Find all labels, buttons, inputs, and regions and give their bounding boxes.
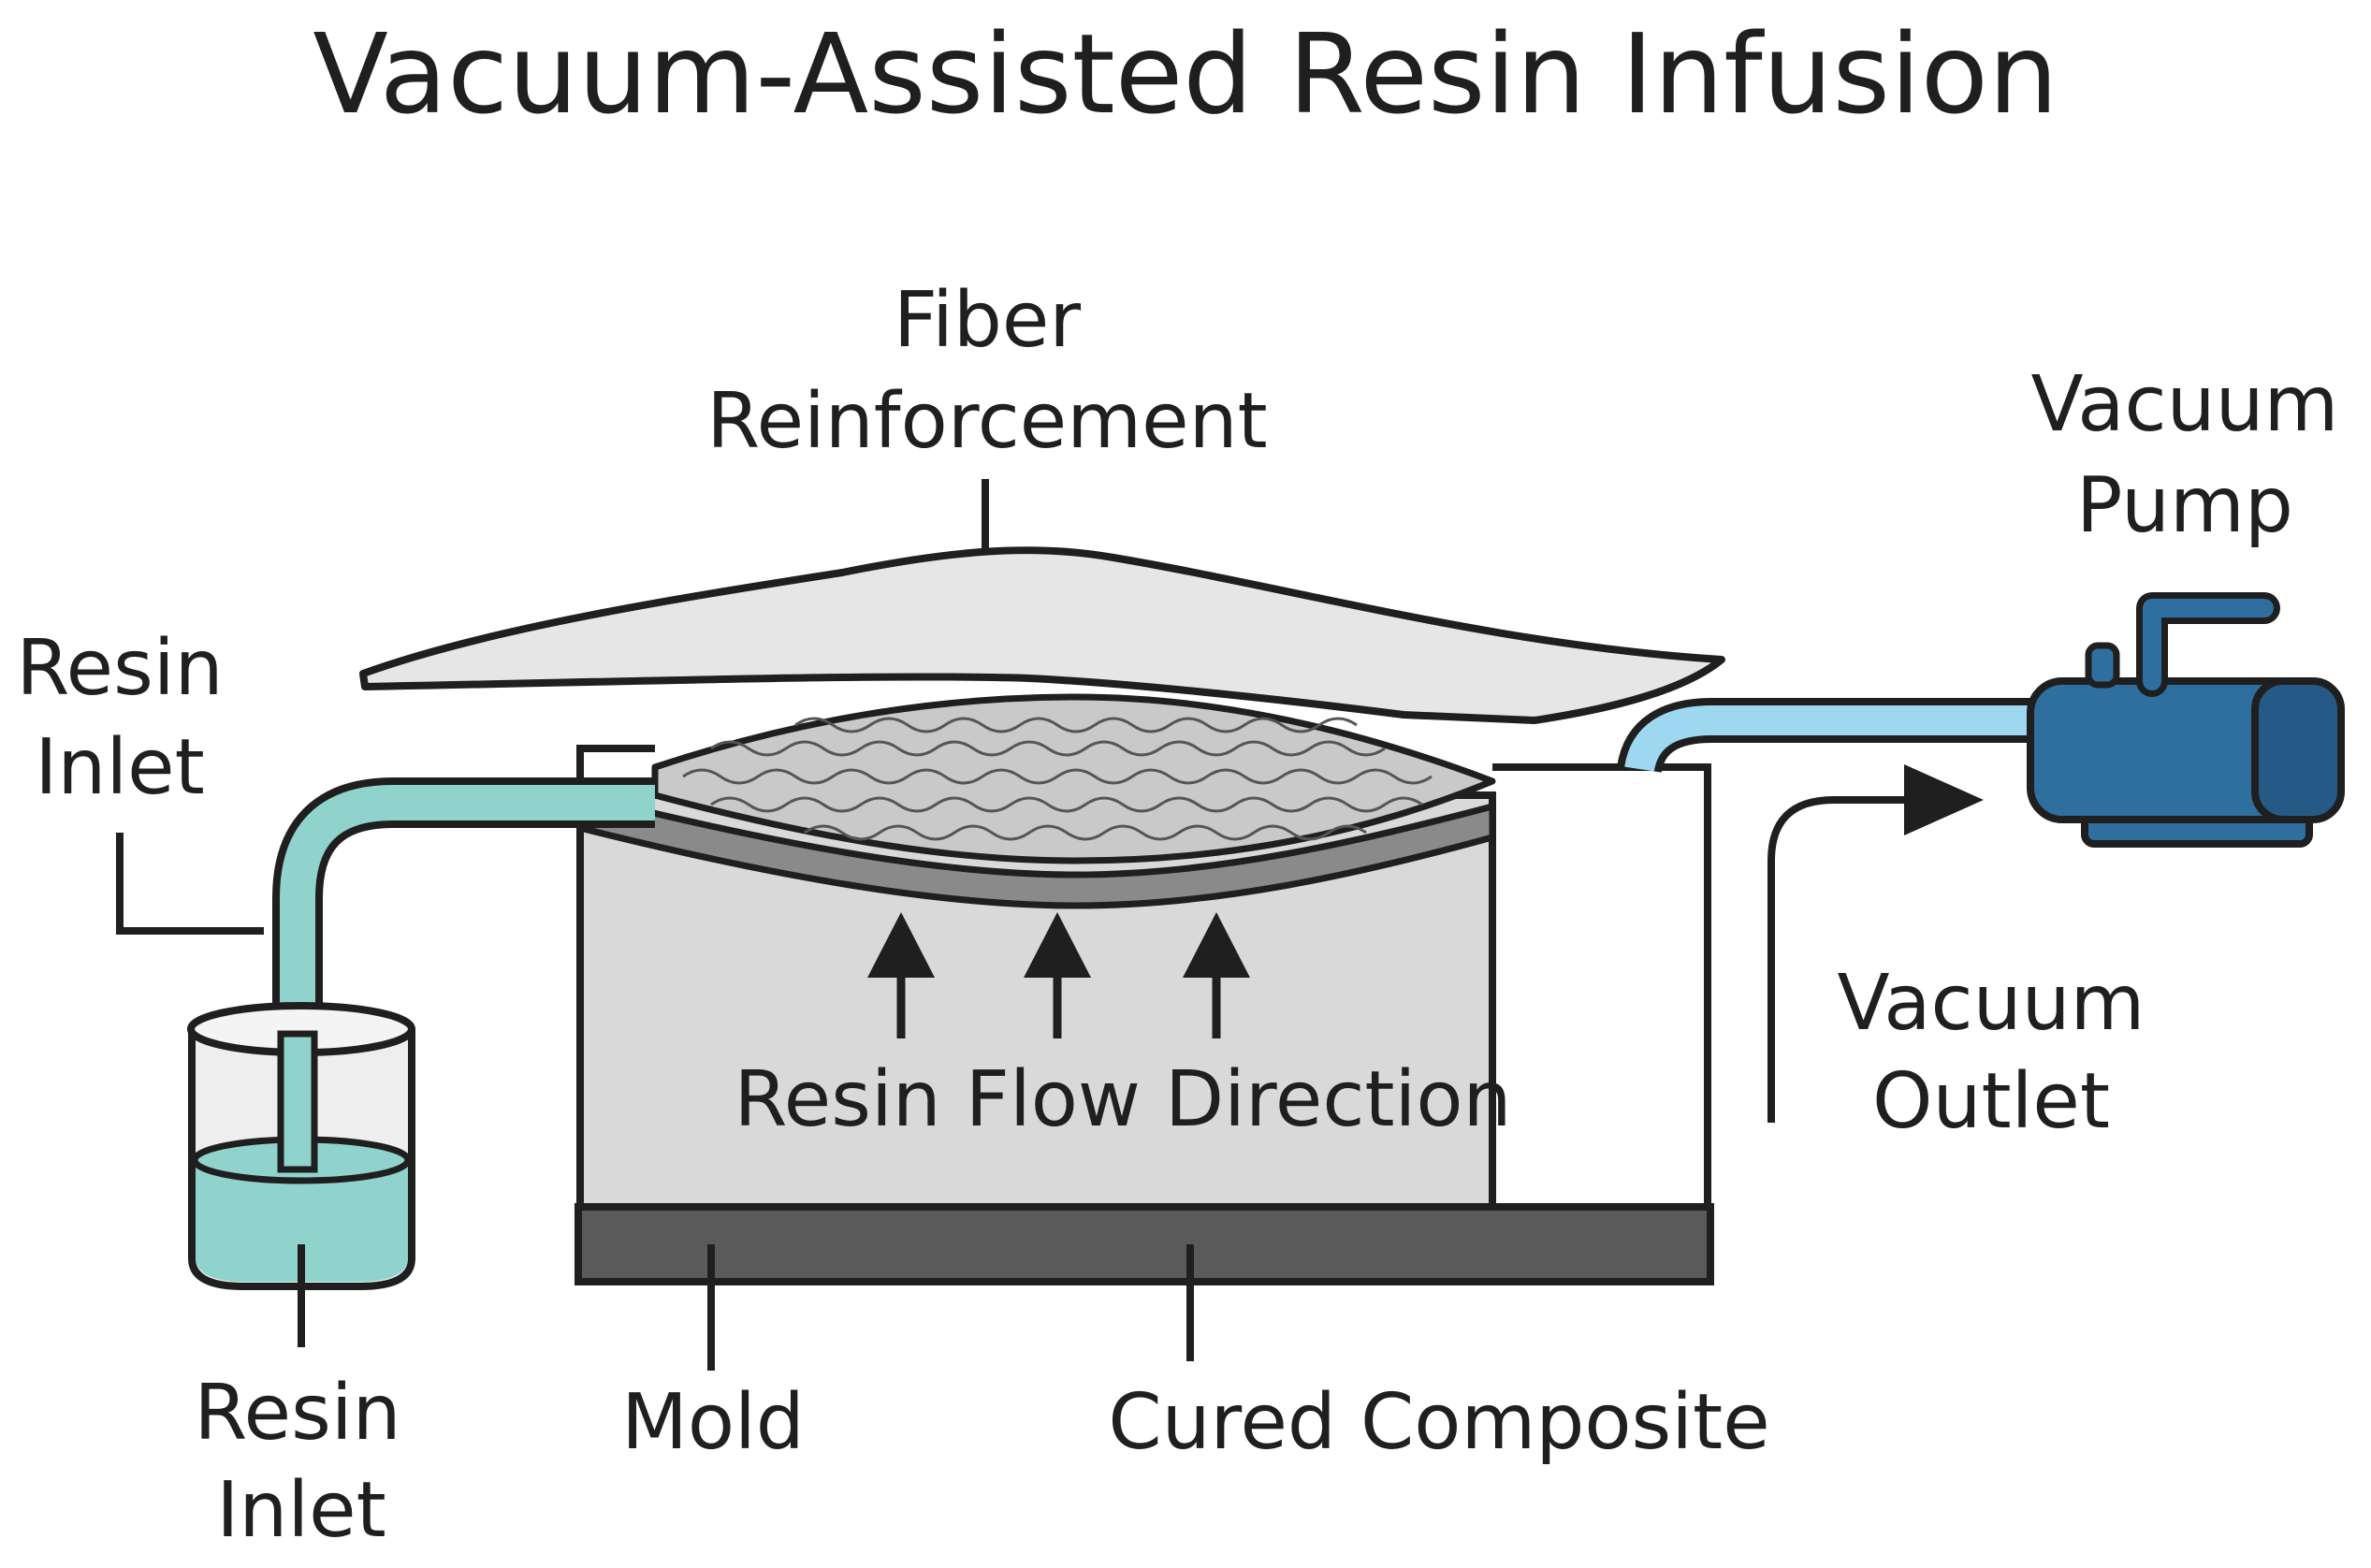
resin-inlet-bottom-label-line1: Resin	[194, 1369, 400, 1458]
resin-liquid	[196, 1160, 408, 1282]
mold-label: Mold	[621, 1378, 805, 1467]
fiber-reinforcement	[651, 693, 1496, 864]
vacuum-pump-label-line1: Vacuum	[2031, 360, 2339, 449]
outlet-side-wall	[1492, 763, 1711, 1211]
resin-flow-arrows	[867, 912, 1250, 1038]
fiber-reinforcement-label-line2: Reinforcement	[706, 377, 1267, 466]
resin-inlet-top-label-line2: Inlet	[35, 723, 205, 812]
vacuum-outlet-label-line1: Vacuum	[1838, 959, 2146, 1048]
resin-inlet-tube-fill	[280, 785, 655, 1160]
inlet-tube-in-resin	[277, 1030, 318, 1173]
resin-inlet-bottom-label-line2: Inlet	[216, 1466, 386, 1555]
vacuum-outlet-label-line2: Outlet	[1872, 1057, 2110, 1146]
vacuum-pump	[2027, 592, 2345, 848]
resin-flow-direction-label: Resin Flow Direction	[735, 1055, 1512, 1144]
vacuum-outlet-arrow-shaft	[1767, 796, 1927, 1123]
laminate-band	[576, 791, 1496, 909]
fiber-reinforcement-label-line1: Fiber	[894, 276, 1081, 365]
vacuum-pump-label-line2: Pump	[2076, 461, 2293, 550]
diagram-title: Vacuum-Assisted Resin Infusion	[313, 9, 2058, 138]
mold-plate	[575, 1203, 1714, 1285]
cured-composite-label: Cured Composite	[1108, 1378, 1769, 1467]
vacuum-outlet-arrowhead	[1904, 764, 1984, 835]
vacuum-bag	[359, 546, 1725, 724]
fiber-texture	[682, 717, 1433, 841]
resin-inlet-top-leader	[116, 833, 264, 935]
vacuum-line-fill	[1624, 705, 2040, 773]
resin-inlet-top-label-line1: Resin	[16, 624, 223, 713]
